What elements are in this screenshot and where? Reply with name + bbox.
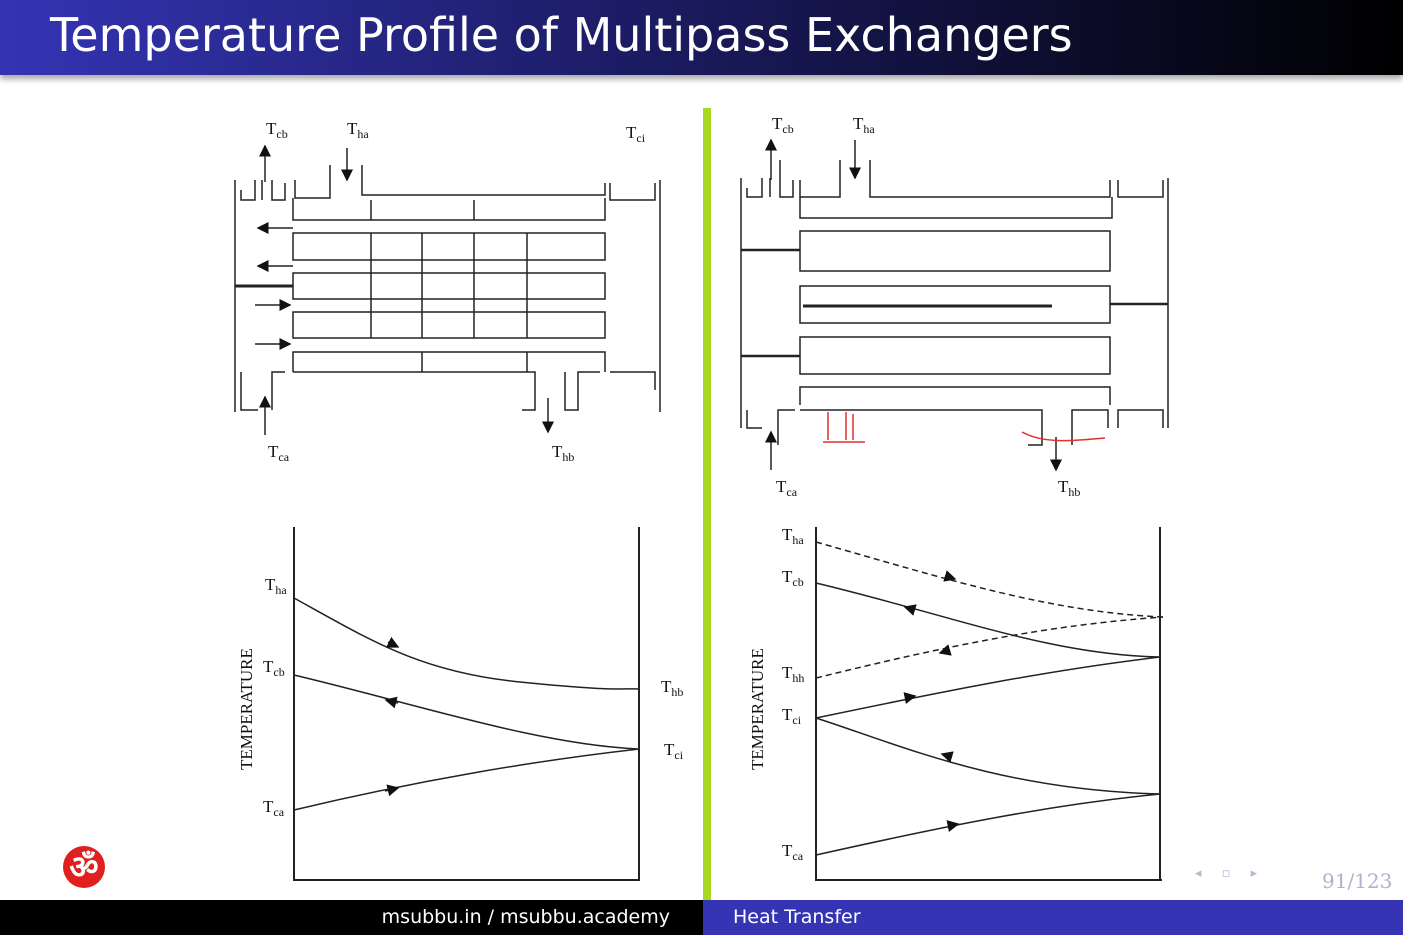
graph-label-tca: Tca bbox=[782, 841, 804, 863]
right-exchanger-diagram bbox=[740, 138, 1169, 472]
footer-course-text: Heat Transfer bbox=[733, 906, 861, 928]
label-tca: Tca bbox=[776, 477, 798, 499]
graph-label-tci: Tci bbox=[664, 740, 684, 762]
graph-label-tci: Tci bbox=[782, 705, 802, 727]
label-thb: Thb bbox=[1058, 477, 1080, 499]
label-tha: Tha bbox=[347, 119, 369, 141]
y-axis-label: TEMPERATURE bbox=[748, 648, 767, 770]
green-divider bbox=[703, 108, 711, 900]
label-tci: Tci bbox=[626, 123, 646, 145]
footer-author: msubbu.in / msubbu.academy bbox=[0, 900, 703, 935]
label-thb: Thb bbox=[552, 442, 574, 464]
slide-navigation[interactable]: ◂ ▫ ▸ bbox=[1195, 866, 1266, 881]
footer-author-text: msubbu.in / msubbu.academy bbox=[381, 906, 670, 928]
graph-label-tcb: Tcb bbox=[263, 657, 285, 679]
label-tha: Tha bbox=[853, 114, 875, 136]
graph-label-tha: Tha bbox=[265, 575, 287, 597]
left-temperature-graph bbox=[293, 527, 640, 881]
title-bar: Temperature Profile of Multipass Exchang… bbox=[0, 0, 1403, 75]
graph-label-tcb: Tcb bbox=[782, 567, 804, 589]
slide-title: Temperature Profile of Multipass Exchang… bbox=[50, 8, 1073, 62]
label-tcb: Tcb bbox=[266, 119, 288, 141]
footer-course: Heat Transfer bbox=[703, 900, 1403, 935]
figures: Tcb Tha Tci Tca Thb Tcb Tha Tca Thb TEMP… bbox=[234, 108, 1169, 900]
label-tca: Tca bbox=[268, 442, 290, 464]
left-exchanger-diagram bbox=[234, 144, 661, 435]
label-tcb: Tcb bbox=[772, 114, 794, 136]
logo-icon: ॐ bbox=[63, 846, 105, 888]
graph-label-thh: Thh bbox=[782, 663, 804, 685]
graph-label-tca: Tca bbox=[263, 797, 285, 819]
right-temperature-graph bbox=[815, 527, 1164, 881]
page-number: 91/123 bbox=[1322, 869, 1393, 893]
graph-label-thb: Thb bbox=[661, 677, 683, 699]
graph-label-tha: Tha bbox=[782, 525, 804, 547]
y-axis-label: TEMPERATURE bbox=[237, 648, 256, 770]
